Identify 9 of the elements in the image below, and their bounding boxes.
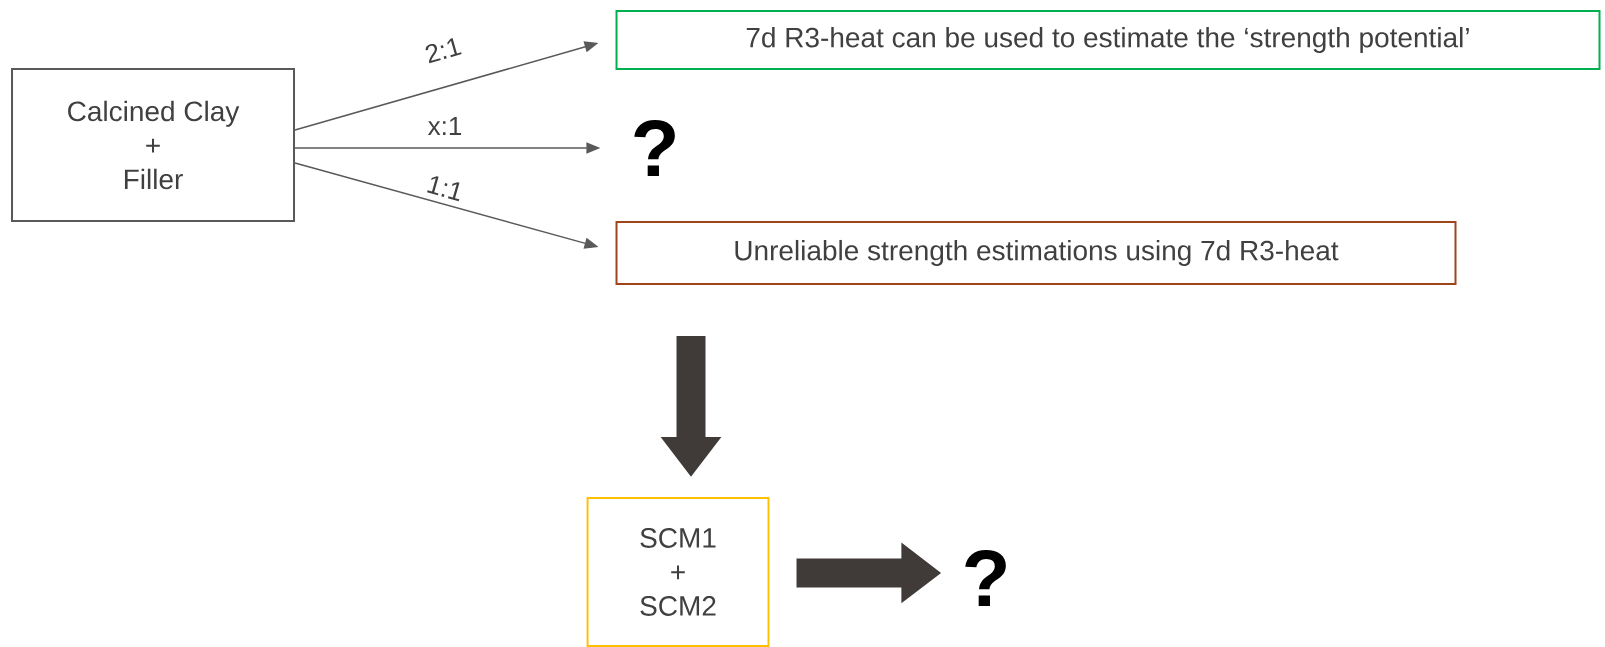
- process-box: Unreliable strength estimations using 7d R3-heat: [615, 221, 1457, 285]
- question-mark: ?: [634, 120, 675, 176]
- process-box: Calcined Clay + Filler: [11, 68, 295, 222]
- edge-label: x:1: [427, 117, 462, 135]
- question-mark: ?: [965, 550, 1006, 606]
- process-box: 7d R3-heat can be used to estimate the ‘strength potential’: [615, 10, 1601, 70]
- process-box: SCM1 + SCM2: [586, 497, 770, 647]
- edge-label: 2:1: [425, 38, 462, 64]
- edge-label: 1:1: [427, 176, 460, 202]
